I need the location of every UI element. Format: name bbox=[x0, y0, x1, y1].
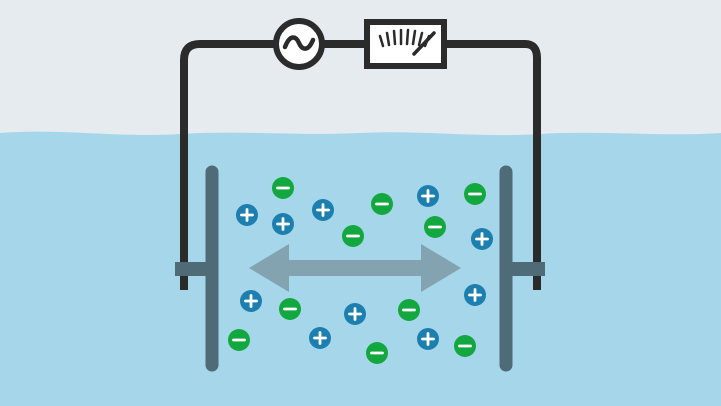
double-headed-arrow-icon bbox=[249, 244, 461, 292]
cation-plus-icon bbox=[309, 327, 331, 349]
anion-minus-icon bbox=[342, 225, 364, 247]
anion-minus-icon bbox=[228, 329, 250, 351]
cation-plus-icon bbox=[417, 328, 439, 350]
cation-plus-icon bbox=[471, 228, 493, 250]
cation-plus-icon bbox=[344, 303, 366, 325]
cation-plus-icon bbox=[417, 185, 439, 207]
anion-minus-icon bbox=[272, 177, 294, 199]
anion-minus-icon bbox=[454, 335, 476, 357]
cation-plus-icon bbox=[272, 213, 294, 235]
cation-plus-icon bbox=[464, 284, 486, 306]
meter-icon bbox=[364, 19, 447, 69]
anion-minus-icon bbox=[398, 299, 420, 321]
anion-minus-icon bbox=[464, 183, 486, 205]
cation-plus-icon bbox=[312, 199, 334, 221]
circuit-wire bbox=[180, 40, 541, 290]
cation-plus-icon bbox=[240, 290, 262, 312]
anion-minus-icon bbox=[371, 193, 393, 215]
anion-minus-icon bbox=[279, 298, 301, 320]
electrode-icon bbox=[175, 165, 219, 372]
electrode-icon bbox=[499, 165, 545, 372]
anion-minus-icon bbox=[424, 216, 446, 238]
ions-group bbox=[228, 177, 493, 364]
cation-plus-icon bbox=[236, 204, 258, 226]
ac-source-icon bbox=[273, 18, 325, 70]
anion-minus-icon bbox=[366, 342, 388, 364]
